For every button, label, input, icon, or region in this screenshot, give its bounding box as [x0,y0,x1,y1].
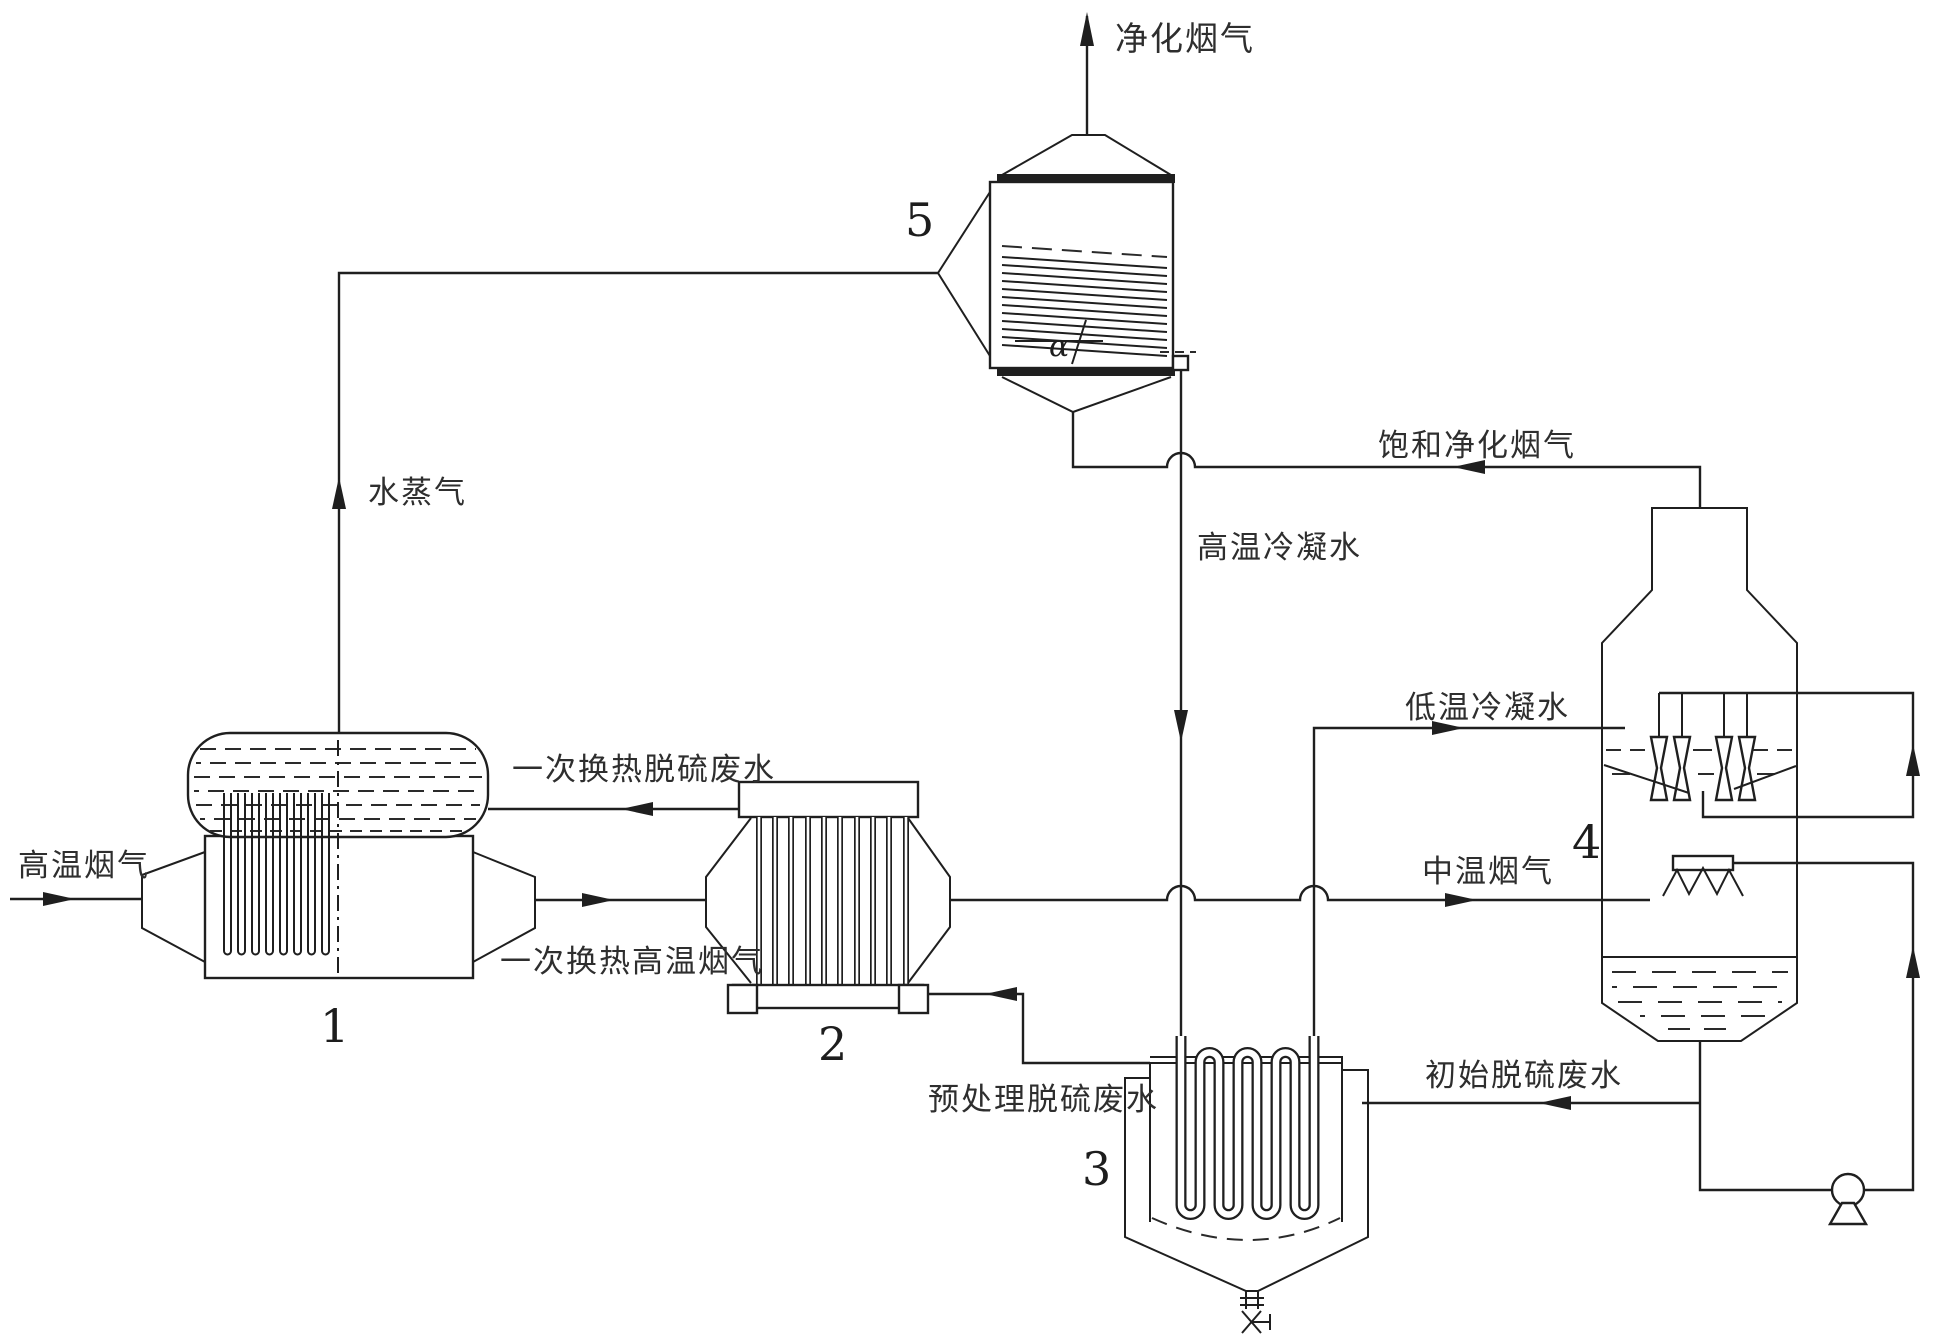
unit4-distributor-spray [1662,865,1744,897]
arrowhead-right-medium-temp-gas [1445,893,1477,907]
unit2-bottom-right-cap [897,983,930,1015]
label-purified-flue-gas: 净化烟气 [1115,20,1255,57]
label-medium-temp-flue-gas: 中温烟气 [1422,854,1554,889]
arrowhead-left-primary-wastewater [621,802,653,816]
unit4-shell [1601,507,1798,1042]
pipe-pretreated-wastewater [927,992,1150,1065]
pipe-low-temp-condensate [1312,726,1625,1036]
label-saturated-purified-flue-gas: 饱和净化烟气 [1378,428,1576,463]
unit2-top-header [737,780,920,819]
label-unit1-number: 1 [320,999,349,1053]
pipe-spray-recirculation [1659,691,1915,819]
label-alpha-angle: α [1049,329,1069,364]
label-water-vapor: 水蒸气 [368,475,467,510]
pipe-pump-to-distributor [1733,861,1915,1192]
pipe-medium-temp-flue-gas [950,884,1650,902]
arrowhead-left-saturated-gas [1453,460,1485,474]
unit2-bottom-header [731,983,925,1010]
label-unit3-number: 3 [1082,1142,1111,1196]
unit4-sump-dashes [1612,971,1788,1030]
unit2-bottom-left-cap [726,983,759,1015]
arrowhead-right-low-temp-condensate [1432,721,1464,735]
unit3-bottom-drain-valve [1240,1291,1271,1334]
unit1-outlet-cone [472,851,536,963]
unit1-tube-bundle [223,793,330,956]
label-initial-wastewater: 初始脱硫废水 [1425,1058,1623,1093]
arrowhead-down-high-temp-condensate [1174,710,1188,742]
unit3-preheating-tank [1124,1036,1369,1334]
unit5-angle-annotation [1015,319,1103,365]
unit5-top-hood [1001,134,1172,176]
label-primary-heat-exchanged-wastewater: 一次换热脱硫废水 [512,752,776,787]
arrowhead-right-gas-1-2 [582,893,614,907]
unit5-inlet-cone [936,191,991,357]
unit5-drain-stub [1171,354,1190,372]
label-high-temp-condensate: 高温冷凝水 [1197,530,1362,565]
label-unit5-number: 5 [905,193,934,247]
pipe-tower-bottom-to-pump [1698,1041,1832,1192]
recirculation-pump [1827,1172,1869,1226]
label-low-temp-condensate: 低温冷凝水 [1405,690,1570,725]
arrowhead-left-pretreated-wastewater [985,987,1017,1001]
pump-base [1827,1201,1869,1226]
unit4-absorber-tower [1601,507,1798,1042]
unit3-outer-vessel [1124,1069,1369,1292]
unit2-tube-bank [756,817,909,985]
pump-body [1830,1172,1866,1208]
arrowhead-up-spray-riser [1906,744,1920,776]
arrowhead-up-purified-gas [1080,12,1094,46]
unit3-liquid-dashes [1151,1217,1341,1241]
unit5-bottom-bar [997,367,1175,376]
unit5-tube-stack [1001,245,1168,357]
unit4-spray-dashes [1606,749,1796,775]
arrowhead-left-initial-wastewater [1539,1096,1571,1110]
unit5-top-bar [997,174,1175,183]
label-pretreated-wastewater: 预处理脱硫废水 [928,1082,1159,1117]
unit4-tray-right [1733,765,1797,790]
label-primary-heat-exchanged-gas: 一次换热高温烟气 [500,944,764,979]
pipe-water-vapor [337,271,938,733]
unit1-evaporator [141,731,536,980]
unit4-spray-nozzles [1649,693,1757,802]
unit5-bottom-funnel [1001,376,1172,414]
unit5-regenerative-heater [936,134,1196,414]
arrowhead-up-pump-riser [1906,946,1920,978]
label-unit2-number: 2 [818,1017,847,1071]
label-unit4-number: 4 [1572,815,1601,869]
unit2-left-diffuser [705,817,752,984]
arrowhead-right-flue-gas-inlet [43,892,75,906]
unit2-right-diffuser [907,817,951,984]
unit3-heating-coil [1175,1036,1320,1220]
unit1-inlet-cone [141,851,206,963]
unit2-heat-exchanger [705,780,951,1015]
arrowhead-up-water-vapor [332,477,346,509]
label-high-temp-flue-gas: 高温烟气 [18,848,150,883]
unit4-tray-left [1603,764,1690,794]
